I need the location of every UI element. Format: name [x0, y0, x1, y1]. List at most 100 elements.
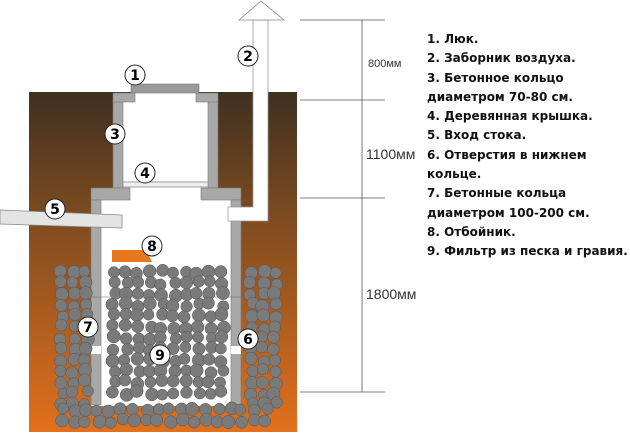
- gravel-stone: [120, 332, 133, 345]
- gravel-stone: [57, 402, 70, 415]
- gravel-stone: [258, 414, 271, 428]
- gravel-stone: [245, 309, 259, 323]
- gravel-stone: [202, 353, 216, 366]
- gravel-stone: [66, 276, 79, 289]
- wall-hole-left: [91, 346, 101, 354]
- gravel-stone: [162, 402, 175, 415]
- gravel-stone: [78, 415, 91, 429]
- callout-9: 9: [149, 344, 171, 366]
- gravel-stone: [257, 363, 269, 376]
- gravel-stone: [78, 265, 91, 278]
- deflector: [112, 250, 152, 262]
- gravel-stone: [54, 376, 68, 390]
- lower-ring-wall-left: [90, 199, 102, 406]
- gravel-stone: [126, 402, 139, 416]
- gravel-stone: [82, 385, 94, 397]
- callout-4: 4: [134, 162, 156, 184]
- callout-2: 2: [237, 45, 259, 67]
- callout-number: 1: [130, 68, 140, 84]
- gravel-stone: [178, 352, 191, 365]
- legend-line: 1. Люк.: [427, 32, 479, 46]
- gravel-stone: [175, 412, 190, 427]
- legend: 1. Люк. 2. Заборник воздуха. 3. Бетонное…: [427, 30, 628, 262]
- wooden-cover: [122, 181, 209, 188]
- gravel-stone: [269, 365, 282, 378]
- gravel-stone: [106, 319, 119, 332]
- gravel-stone: [155, 374, 169, 387]
- gravel-stone: [192, 308, 206, 323]
- gravel-stone: [213, 402, 226, 415]
- gravel-stone: [118, 318, 132, 332]
- callout-number: 3: [110, 127, 120, 143]
- gravel-stone: [54, 365, 67, 378]
- gravel-stone: [180, 300, 193, 313]
- gravel-stone: [189, 287, 203, 300]
- callout-3: 3: [104, 123, 126, 145]
- gravel-stone: [79, 403, 93, 417]
- gravel-stone: [267, 343, 280, 356]
- gravel-stone: [143, 296, 157, 311]
- gravel-stone: [270, 396, 283, 409]
- legend-line: 3. Бетонное кольцо: [427, 70, 564, 85]
- gravel-stone: [92, 414, 107, 429]
- gravel-stone: [145, 387, 159, 402]
- gravel-stone: [118, 296, 133, 311]
- gravel-stone: [179, 341, 192, 353]
- gravel-stone: [119, 308, 133, 321]
- gravel-filter: [53, 263, 283, 429]
- gravel-stone: [169, 276, 182, 289]
- gravel-stone: [217, 364, 230, 377]
- gravel-stone: [127, 413, 142, 428]
- gravel-stone: [185, 402, 199, 416]
- legend-line: диаметром 100-200 см.: [427, 205, 590, 220]
- gravel-stone: [269, 297, 283, 310]
- gravel-stone: [106, 329, 121, 344]
- gravel-stone: [55, 413, 69, 428]
- gravel-stone: [193, 387, 206, 400]
- legend-line: 5. Вход стока.: [427, 128, 527, 143]
- callout-5: 5: [44, 198, 66, 220]
- gravel-stone: [77, 373, 92, 387]
- gravel-stone: [215, 342, 227, 355]
- gravel-stone: [130, 352, 145, 366]
- slab-left: [90, 187, 131, 201]
- upper-cap-left: [112, 92, 136, 103]
- gravel-stone: [132, 276, 145, 289]
- legend-line: диаметром 70-80 см.: [427, 89, 573, 104]
- callout-number: 8: [147, 239, 157, 255]
- gravel-stone: [142, 364, 156, 378]
- gravel-stone: [118, 374, 132, 387]
- upper-cap-right: [195, 92, 219, 103]
- gravel-stone: [189, 363, 204, 378]
- dimension-1100: 1100мм: [366, 146, 416, 162]
- gravel-stone: [106, 343, 120, 357]
- gravel-stone: [192, 342, 206, 356]
- gravel-stone: [156, 263, 169, 277]
- gravel-stone: [243, 275, 256, 289]
- upper-ring-wall-right: [207, 99, 219, 189]
- gravel-stone: [221, 415, 236, 429]
- gravel-stone: [65, 366, 79, 380]
- legend-line: 6. Отверстия в нижнем: [427, 147, 587, 162]
- gravel-stone: [78, 341, 93, 356]
- legend-line: 8. Отбойник.: [427, 224, 516, 239]
- gravel-stone: [192, 275, 205, 288]
- callout-8: 8: [141, 235, 163, 257]
- callout-number: 6: [243, 332, 253, 348]
- dimension-800: 800мм: [368, 58, 402, 70]
- gravel-stone: [156, 388, 169, 401]
- gravel-stone: [216, 286, 230, 300]
- gravel-stone: [68, 333, 81, 345]
- gravel-stone: [118, 265, 132, 279]
- callout-number: 7: [83, 320, 93, 336]
- gravel-stone: [164, 415, 178, 429]
- gravel-stone: [121, 343, 134, 356]
- gravel-stone: [179, 374, 193, 388]
- gravel-stone: [166, 309, 179, 323]
- gravel-stone: [192, 331, 204, 344]
- gravel-stone: [267, 286, 281, 301]
- gravel-stone: [68, 308, 82, 321]
- gravel-stone: [257, 264, 272, 279]
- legend-line: 2. Заборник воздуха.: [427, 51, 576, 66]
- lower-ring-wall-right: [230, 199, 242, 406]
